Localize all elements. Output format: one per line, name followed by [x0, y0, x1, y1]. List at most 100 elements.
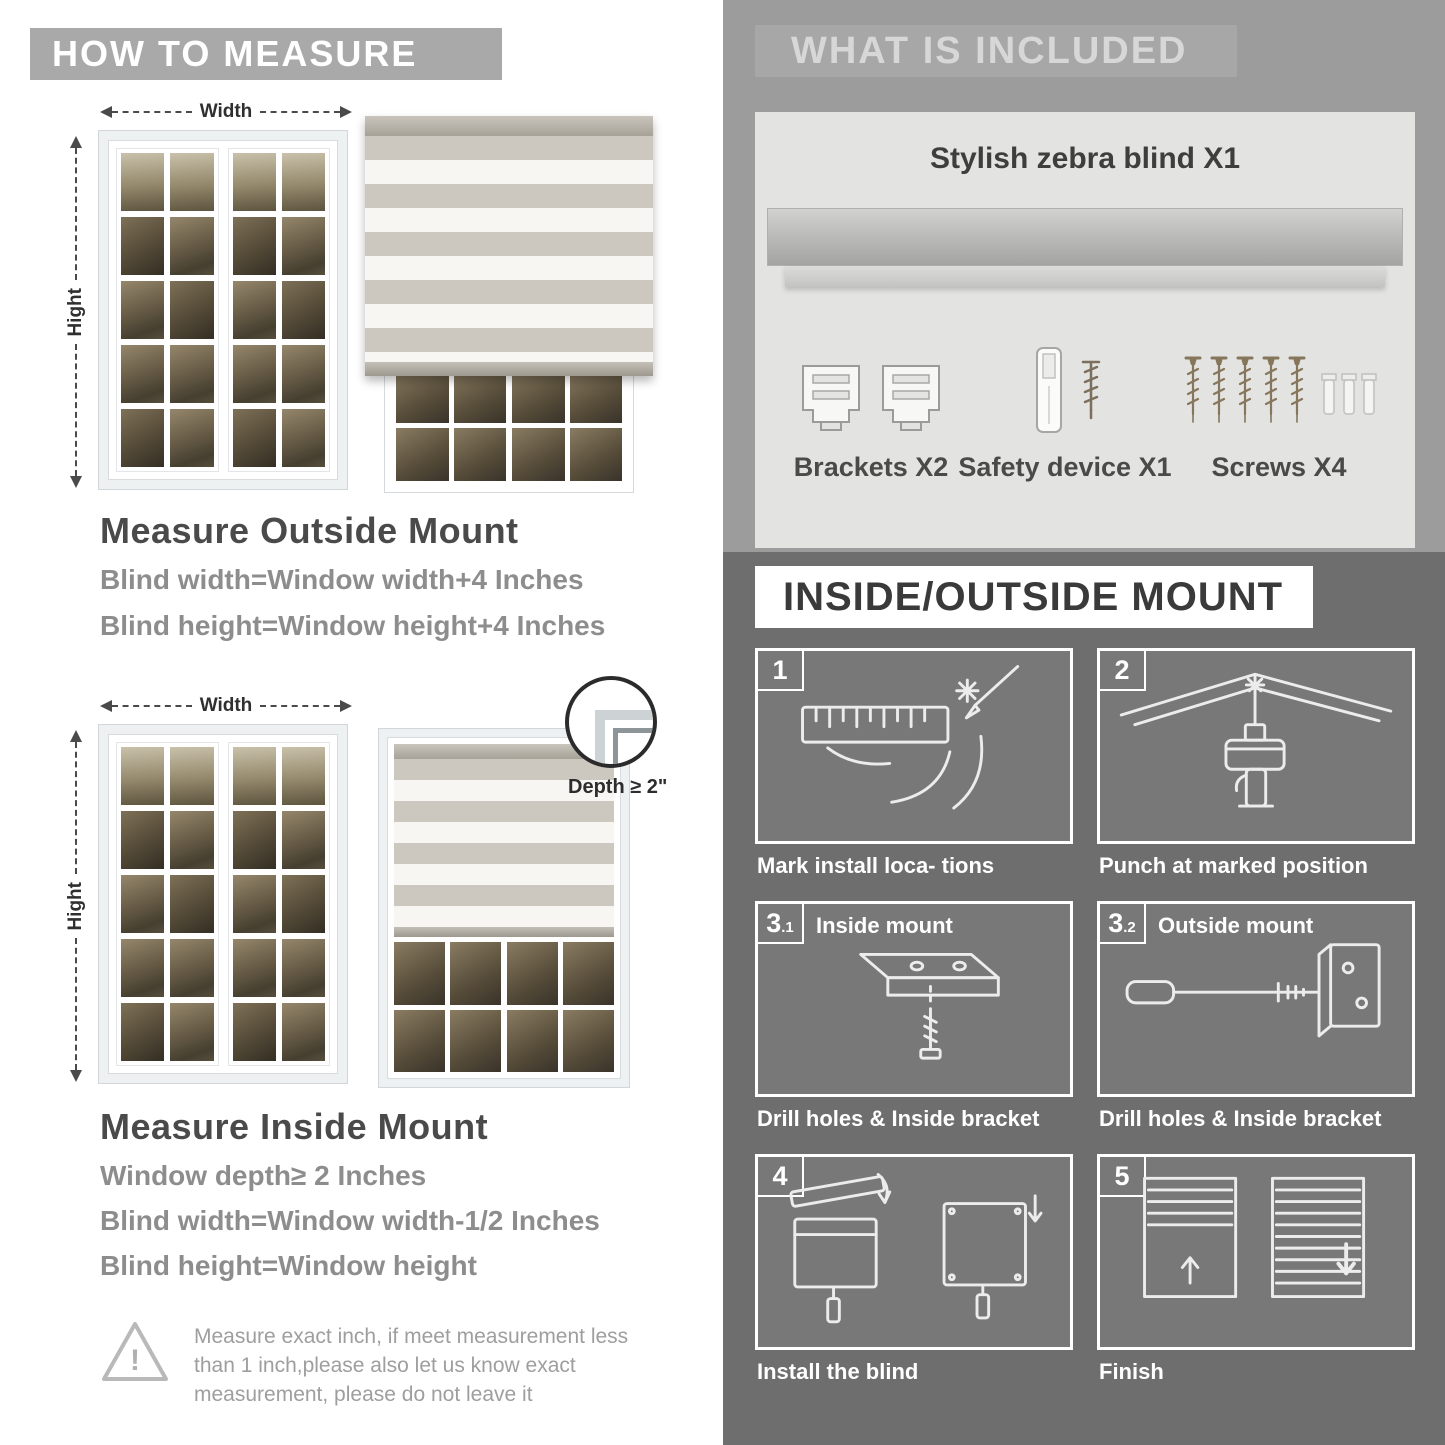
- window-pane: [121, 217, 165, 275]
- step-mount-type-label: Outside mount: [1158, 913, 1314, 938]
- window-pane: [281, 939, 325, 997]
- window-illustration: [98, 130, 348, 490]
- item-label: Brackets X2: [793, 452, 949, 482]
- window-sash: [116, 148, 219, 472]
- product-title: Stylish zebra blind X1: [929, 142, 1241, 175]
- step-caption: Punch at marked position: [1099, 853, 1368, 878]
- step-mount-type-label: Inside mount: [816, 913, 953, 938]
- width-label: Width: [199, 101, 253, 122]
- step-caption: Drill holes & Inside bracket: [757, 1106, 1040, 1131]
- window-pane: [232, 875, 276, 933]
- blind-stripes: [365, 136, 653, 362]
- blind-cassette: [394, 744, 614, 759]
- outside-mount-rule-1: Blind width=Window width+4 Inches: [100, 564, 584, 595]
- window-pane: [170, 217, 214, 275]
- mount-section-header: INSIDE/OUTSIDE MOUNT: [755, 566, 1313, 628]
- depth-magnifier-icon: [565, 676, 657, 768]
- warning-icon: !: [102, 1322, 168, 1381]
- window-pane: [281, 281, 325, 339]
- height-arrow: Hight: [65, 730, 86, 1083]
- step-3-1: 3.1 Inside mount: [755, 901, 1073, 1140]
- window-sash: [116, 742, 219, 1066]
- included-item-screws: Screws X4: [1179, 315, 1379, 483]
- window-pane: [569, 369, 622, 423]
- arrowhead-left-icon: [100, 700, 112, 712]
- zebra-blind-inside-illustration: [378, 728, 630, 1088]
- install-blind-illustration: [789, 1172, 1043, 1324]
- window-pane: [232, 811, 276, 869]
- window-pane: [394, 942, 445, 1005]
- arrowhead-up-icon: [70, 136, 82, 148]
- inside-mount-title: Measure Inside Mount: [100, 1106, 489, 1147]
- inside-outside-mount-section: INSIDE/OUTSIDE MOUNT 1: [723, 552, 1445, 1445]
- arrowhead-right-icon: [340, 106, 352, 118]
- install-steps: 1 Ma: [755, 648, 1415, 1393]
- window-pane: [121, 345, 165, 403]
- arrowhead-down-icon: [70, 476, 82, 489]
- step-number: 2: [1100, 651, 1146, 691]
- step-3-2: 3.2 Outside mount: [1097, 901, 1415, 1140]
- step-4: 4: [755, 1154, 1073, 1393]
- blind-cassette-underside: [785, 266, 1385, 287]
- depth-label: Depth ≥ 2": [568, 776, 668, 798]
- window-pane: [170, 153, 214, 211]
- blind-cassette: [365, 116, 653, 136]
- window-pane: [121, 409, 165, 467]
- window-pane: [232, 747, 276, 805]
- mark-location-illustration: [801, 665, 1020, 810]
- blind-bottom-rail: [394, 927, 614, 937]
- step-2: 2: [1097, 648, 1415, 887]
- step-number: 3.1: [758, 904, 804, 944]
- step-5: 5 Finish: [1097, 1154, 1415, 1393]
- arrowhead-down-icon: [70, 1070, 82, 1083]
- window-pane: [563, 1009, 614, 1072]
- window-pane: [170, 747, 214, 805]
- window-pane: [281, 409, 325, 467]
- window-pane: [232, 345, 276, 403]
- window-pane: [170, 875, 214, 933]
- window-pane: [121, 747, 165, 805]
- step-1: 1 Ma: [755, 648, 1073, 887]
- window-behind-blind: [384, 357, 634, 493]
- window-sash: [227, 148, 330, 472]
- window-pane: [170, 409, 214, 467]
- window-pane: [563, 942, 614, 1005]
- window-pane: [170, 345, 214, 403]
- what-is-included-header: WHAT IS INCLUDED: [755, 25, 1237, 77]
- window-sash: [227, 742, 330, 1066]
- outside-bracket-illustration: [1125, 943, 1381, 1038]
- window-pane: [453, 369, 506, 423]
- safety-device-icon: [1035, 347, 1101, 433]
- window-pane: [281, 875, 325, 933]
- step-caption: Finish: [1099, 1359, 1164, 1384]
- inside-bracket-illustration: [859, 952, 1000, 1060]
- zebra-blind-outside-illustration: [365, 116, 653, 494]
- included-panel: Stylish zebra blind X1: [755, 112, 1415, 548]
- step-number: 1: [758, 651, 804, 691]
- finished-blinds-illustration: [1143, 1176, 1366, 1299]
- window-pane: [232, 939, 276, 997]
- outside-mount-title: Measure Outside Mount: [100, 510, 519, 551]
- window-pane: [450, 1009, 501, 1072]
- window-pane: [121, 1003, 165, 1061]
- window-illustration: [98, 724, 348, 1084]
- item-label: Screws X4: [1211, 452, 1347, 482]
- height-label: Hight: [65, 881, 86, 931]
- window-pane: [121, 875, 165, 933]
- window-pane: [281, 217, 325, 275]
- window-pane: [232, 409, 276, 467]
- window-pane: [232, 1003, 276, 1061]
- window-pane: [512, 427, 565, 481]
- blind-cassette-product: [767, 208, 1403, 266]
- window-pane: [507, 942, 558, 1005]
- width-label: Width: [199, 695, 253, 716]
- how-to-measure-header: HOW TO MEASURE: [30, 28, 502, 80]
- zebra-blind: [365, 116, 653, 376]
- arrowhead-right-icon: [340, 700, 352, 712]
- window-pane: [507, 1009, 558, 1072]
- warning-text: Measure exact inch, if meet measurement …: [194, 1325, 629, 1406]
- arrowhead-left-icon: [100, 106, 112, 118]
- arrowhead-up-icon: [70, 730, 82, 742]
- step-number: 3.2: [1100, 904, 1146, 944]
